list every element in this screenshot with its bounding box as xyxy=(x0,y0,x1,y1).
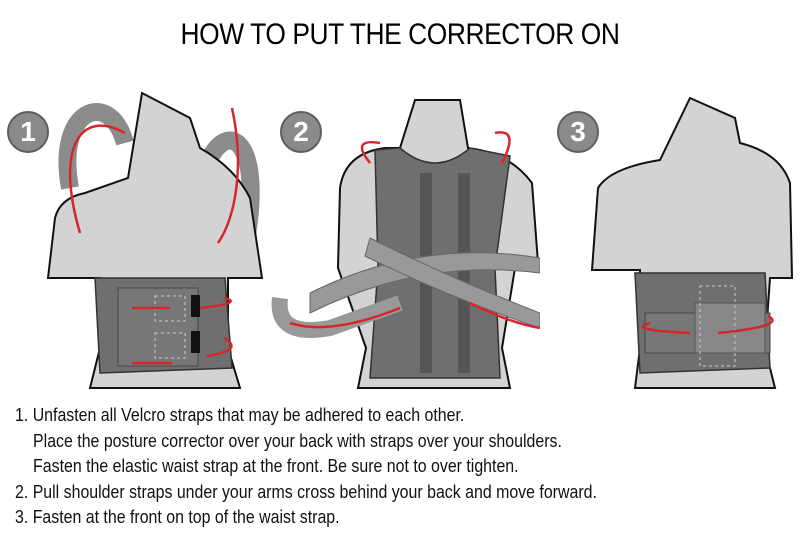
red-arrows-icon xyxy=(642,314,774,335)
instruction-step-2: 2. Pull shoulder straps under your arms … xyxy=(15,480,597,502)
step-number-badge-2: 2 xyxy=(280,111,322,153)
instruction-step-1-line-2: Place the posture corrector over your ba… xyxy=(33,429,562,451)
step-3-illustration: 3 xyxy=(540,88,800,396)
instruction-step-3: 3. Fasten at the front on top of the wai… xyxy=(15,506,340,527)
step-2-illustration: 2 xyxy=(270,88,540,396)
torso-figure-2 xyxy=(271,99,540,389)
instructions-list: 1. Unfasten all Velcro straps that may b… xyxy=(15,402,795,530)
instruction-step-1-line-3: Fasten the elastic waist strap at the fr… xyxy=(33,455,519,476)
step-1-illustration: 1 xyxy=(0,88,270,396)
page-title: HOW TO PUT THE CORRECTOR ON xyxy=(180,18,620,51)
red-arrows-icon xyxy=(289,131,540,330)
torso-figure-3 xyxy=(590,96,794,389)
red-arrows-icon xyxy=(68,107,240,365)
step-number-badge-1: 1 xyxy=(7,111,49,153)
instruction-step-1-line-1: 1. Unfasten all Velcro straps that may b… xyxy=(15,404,465,425)
step-number-badge-3: 3 xyxy=(557,111,599,153)
torso-figure-1 xyxy=(46,91,264,389)
